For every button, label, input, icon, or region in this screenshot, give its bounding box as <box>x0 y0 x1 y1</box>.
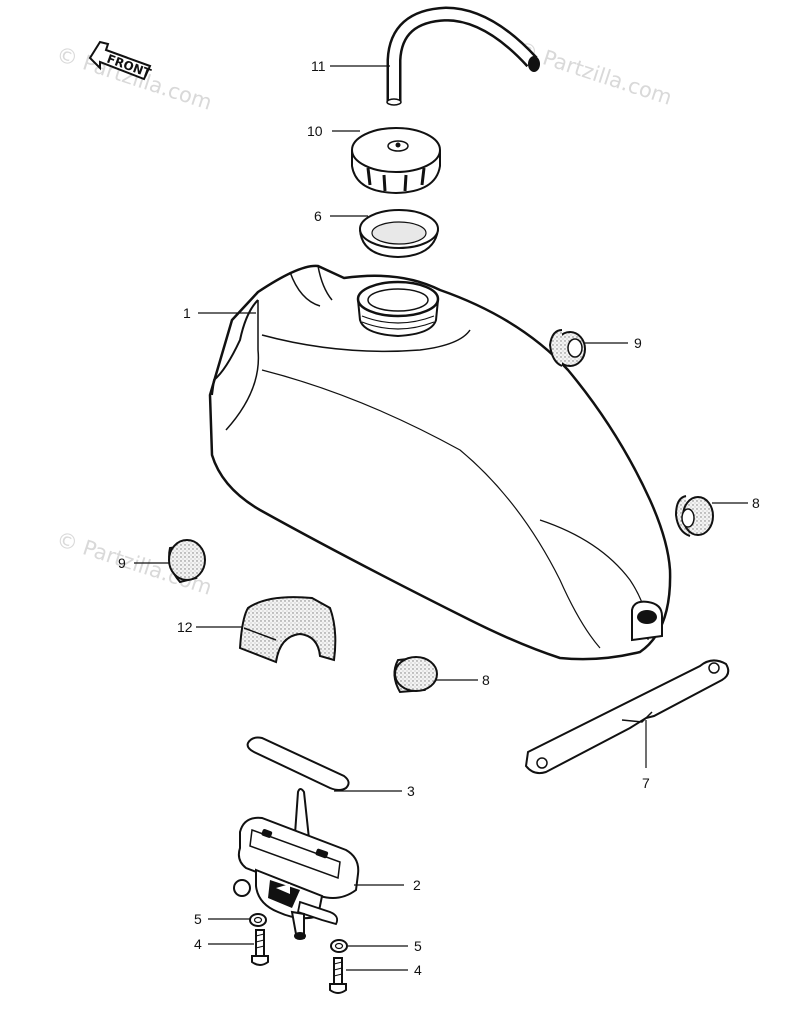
cap-gasket <box>359 209 439 259</box>
callout-number: 10 <box>307 123 323 139</box>
fuel-tank <box>208 264 672 661</box>
callout-number: 2 <box>413 877 421 893</box>
rubber-damper <box>168 539 206 584</box>
callout-number: 1 <box>183 305 191 321</box>
mounting-strap <box>524 659 730 775</box>
callout-number: 6 <box>314 208 322 224</box>
callout-number: 4 <box>194 936 202 952</box>
callout-number: 8 <box>482 672 490 688</box>
callouts: 11 10 6 1 9 8 9 12 8 7 3 2 5 4 5 4 <box>118 58 760 978</box>
callout-number: 12 <box>177 619 193 635</box>
fuel-cap <box>351 127 441 195</box>
breather-hose <box>386 6 540 106</box>
rubber-damper <box>393 656 438 694</box>
watermark-text: © Partzilla.com <box>53 42 215 115</box>
callout-number: 5 <box>414 938 422 954</box>
leader-lines <box>134 65 748 971</box>
callout-number: 9 <box>634 335 642 351</box>
callout-number: 11 <box>311 58 326 74</box>
watermark-text: © Partzilla.com <box>513 37 675 110</box>
callout-number: 5 <box>194 911 202 927</box>
callout-number: 9 <box>118 555 126 571</box>
foam-pad <box>238 596 337 664</box>
fuel-cock <box>233 788 360 940</box>
screw <box>329 957 347 994</box>
rubber-damper <box>548 329 586 367</box>
callout-number: 7 <box>642 775 650 791</box>
rubber-damper <box>674 495 714 537</box>
fuel-cock-gasket <box>246 736 350 791</box>
washer <box>249 913 267 927</box>
callout-number: 3 <box>407 783 415 799</box>
washer <box>330 939 348 953</box>
screw <box>251 929 269 966</box>
callout-number: 8 <box>752 495 760 511</box>
callout-number: 4 <box>414 962 422 978</box>
